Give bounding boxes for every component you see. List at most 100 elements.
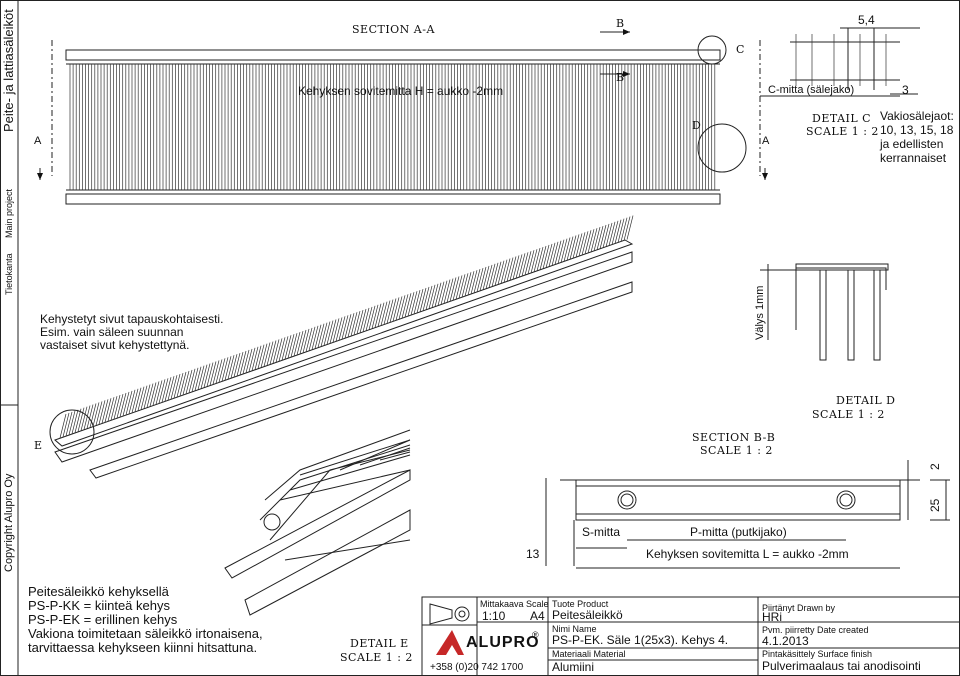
section-bb-length-note: Kehyksen sovitemitta L = aukko -2mm [646, 547, 849, 561]
iso-slat [533, 248, 541, 273]
iso-slat [131, 388, 139, 413]
section-aa-left-marker: A [34, 135, 42, 147]
iso-slat [452, 276, 460, 301]
iso-slat [554, 240, 562, 265]
iso-slat [209, 361, 217, 386]
iso-slat [548, 242, 556, 267]
iso-slat [74, 408, 82, 433]
iso-slat [422, 286, 430, 312]
iso-slat [107, 397, 115, 422]
section-aa-height-note: Kehyksen sovitemitta H = aukko -2mm [298, 84, 504, 98]
iso-slat [239, 350, 247, 376]
iso-slat [593, 227, 601, 252]
iso-slat [206, 362, 214, 387]
iso-slat [263, 342, 271, 367]
iso-slat [119, 392, 127, 418]
detail-e-scale: SCALE 1 : 2 [340, 651, 413, 664]
iso-slat [353, 311, 361, 336]
iso-slat [248, 347, 256, 372]
iso-slat [626, 215, 634, 240]
iso-slat [200, 364, 208, 389]
iso-slat [212, 360, 220, 385]
detail-c-view [760, 27, 920, 97]
sheet-series-title: Peite- ja lattiasäleiköt [1, 9, 16, 132]
iso-slat [437, 281, 445, 306]
frame-note-2: Esim. vain säleen suunnan [40, 325, 184, 339]
detail-d-scale: SCALE 1 : 2 [812, 408, 885, 421]
iso-slat [518, 253, 526, 278]
drawn-by-value: HRi [762, 610, 782, 624]
detail-c-scale: SCALE 1 : 2 [806, 125, 879, 138]
iso-slat [572, 234, 580, 259]
iso-slat [290, 333, 298, 358]
iso-slat [86, 404, 94, 429]
iso-slat [356, 309, 364, 335]
iso-slat [368, 305, 376, 330]
isometric-view [49, 215, 634, 479]
scale-value: 1:10 [482, 609, 506, 623]
database-label: Tietokanta [4, 253, 14, 295]
section-bb-dim-left: 13 [526, 547, 540, 561]
iso-slat [215, 359, 223, 384]
iso-slat [224, 356, 232, 381]
iso-slat [506, 257, 514, 282]
iso-slat [296, 330, 304, 356]
iso-slat [278, 337, 286, 362]
iso-slat [431, 283, 439, 308]
iso-slat [218, 358, 226, 383]
iso-slat [563, 237, 571, 262]
iso-slat [500, 259, 508, 284]
scale-label: Mittakaava Scale [480, 599, 549, 609]
iso-slat [254, 345, 262, 370]
iso-slat [461, 273, 469, 298]
frame-note-1: Kehystetyt sivut tapauskohtaisesti. [40, 312, 224, 326]
iso-slat [497, 260, 505, 285]
iso-slat [323, 321, 331, 346]
iso-slat [251, 346, 259, 371]
detail-d-view [760, 263, 889, 361]
iso-slat [458, 274, 466, 299]
iso-slat [161, 378, 169, 403]
main-project-label: Main project [4, 188, 14, 238]
iso-slat [182, 370, 190, 396]
product-label: Tuote Product [552, 599, 609, 609]
iso-slat [587, 229, 595, 254]
iso-slat [185, 369, 193, 394]
drawn-by-label: Piirtänyt Drawn by [762, 603, 836, 613]
section-bb-view [545, 460, 950, 569]
detail-e-marker: E [34, 439, 43, 452]
iso-slat [491, 262, 499, 287]
iso-slat [92, 402, 100, 427]
iso-slat [158, 379, 166, 404]
iso-slat [257, 344, 265, 369]
iso-slat [416, 288, 424, 314]
iso-slat [65, 411, 73, 436]
detail-c-marker: C [736, 43, 745, 56]
iso-slat [122, 391, 130, 417]
iso-slat [89, 403, 97, 428]
iso-slat [581, 231, 589, 256]
iso-slat [602, 223, 610, 249]
alupro-logo: ALUPRO [466, 634, 540, 651]
iso-slat [197, 365, 205, 390]
iso-slat [62, 412, 70, 438]
iso-slat [419, 287, 427, 313]
standard-pitches-extra-2: kerrannaiset [880, 151, 947, 165]
iso-slat [317, 323, 325, 348]
iso-slat [614, 219, 622, 244]
iso-slat [494, 261, 502, 286]
iso-slat [221, 357, 229, 382]
iso-slat [191, 367, 199, 392]
product-note-4: Vakiona toimitetaan säleikkö irtonaisena… [28, 626, 263, 641]
iso-slat [164, 377, 172, 402]
section-aa-view [37, 29, 768, 205]
iso-slat [464, 272, 472, 297]
iso-slat [371, 304, 379, 329]
iso-slat [404, 293, 412, 318]
standard-pitches-values: 10, 13, 15, 18 [880, 123, 954, 137]
iso-slat [68, 410, 76, 435]
iso-slat [569, 235, 577, 260]
iso-slat [194, 366, 202, 391]
iso-slat [446, 278, 454, 303]
